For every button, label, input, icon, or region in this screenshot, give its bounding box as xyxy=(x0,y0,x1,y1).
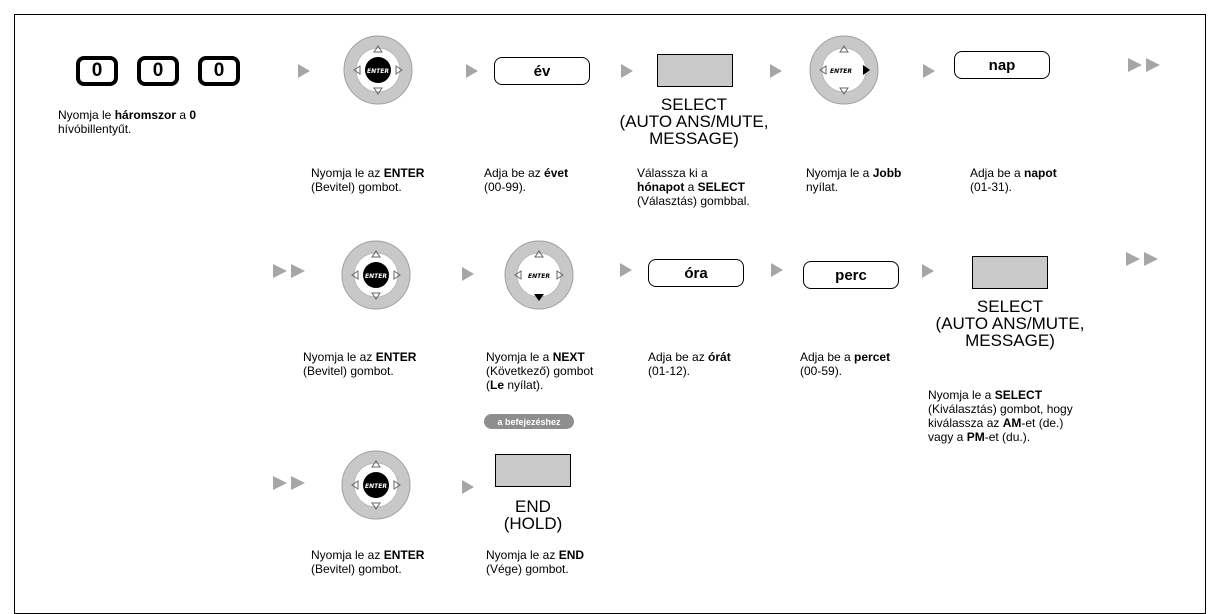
svg-text:ENTER: ENTER xyxy=(528,273,550,280)
entry-year: év xyxy=(494,57,590,85)
svg-text:ENTER: ENTER xyxy=(365,483,387,490)
caption-press-right: Nyomja le a Jobb nyílat. xyxy=(806,166,902,194)
svg-text:ENTER: ENTER xyxy=(830,68,852,75)
continue-arrows xyxy=(1128,58,1160,72)
step-arrow xyxy=(923,64,935,78)
step-arrow xyxy=(298,64,310,78)
dial-key: 0 xyxy=(198,56,240,86)
svg-text:ENTER: ENTER xyxy=(365,273,387,280)
continue-arrows xyxy=(1126,252,1158,266)
select-button xyxy=(657,54,733,87)
caption-press-enter-3: Nyomja le az ENTER (Bevitel) gombot. xyxy=(311,548,425,576)
finish-badge: a befejezéshez xyxy=(484,414,574,429)
end-button xyxy=(495,454,571,487)
navigator-enter: ENTER xyxy=(341,450,411,520)
caption-press-select-ampm: Nyomja le a SELECT (Kiválasztás) gombot,… xyxy=(928,388,1073,444)
navigator-down: ENTER xyxy=(504,240,574,310)
caption-press-enter-2: Nyomja le az ENTER (Bevitel) gombot. xyxy=(303,350,417,378)
dial-key: 0 xyxy=(76,56,118,86)
caption-enter-day: Adja be a napot (01-31). xyxy=(970,166,1057,194)
entry-minute: perc xyxy=(803,261,899,289)
step-arrow xyxy=(466,64,478,78)
navigator-enter: ENTER xyxy=(341,240,411,310)
caption-select-month: Válassza ki a hónapot a SELECT (Választá… xyxy=(637,166,750,208)
step-arrow xyxy=(771,263,783,277)
caption-enter-minute: Adja be a percet (00-59). xyxy=(800,350,891,378)
caption-enter-hour: Adja be az órát (01-12). xyxy=(648,350,731,378)
step-arrow xyxy=(922,264,934,278)
select-button-label: SELECT (AUTO ANS/MUTE, MESSAGE) xyxy=(935,297,1085,350)
select-button xyxy=(972,256,1048,289)
caption-press-end: Nyomja le az END (Vége) gombot. xyxy=(486,548,585,576)
continue-arrows xyxy=(273,264,305,278)
caption-press-next: Nyomja le a NEXT (Következő) gombot (Le … xyxy=(486,350,594,392)
step-arrow xyxy=(462,480,474,494)
continue-arrows xyxy=(273,476,305,490)
step-arrow xyxy=(620,263,632,277)
dial-key: 0 xyxy=(137,56,179,86)
navigator-enter: ENTER xyxy=(343,35,413,105)
select-button-label: SELECT (AUTO ANS/MUTE, MESSAGE) xyxy=(619,95,769,148)
entry-hour: óra xyxy=(648,259,744,287)
caption-press-enter: Nyomja le az ENTER (Bevitel) gombot. xyxy=(311,166,425,194)
step-arrow xyxy=(770,64,782,78)
end-button-label: END (HOLD) xyxy=(503,497,563,533)
caption-press-zero: Nyomja le háromszor a 0 hívóbillentyűt. xyxy=(58,108,197,136)
svg-text:ENTER: ENTER xyxy=(367,68,389,75)
navigator-right: ENTER xyxy=(809,35,879,105)
caption-enter-year: Adja be az évet (00-99). xyxy=(484,166,569,194)
entry-day: nap xyxy=(954,51,1050,79)
step-arrow xyxy=(621,64,633,78)
step-arrow xyxy=(462,267,474,281)
